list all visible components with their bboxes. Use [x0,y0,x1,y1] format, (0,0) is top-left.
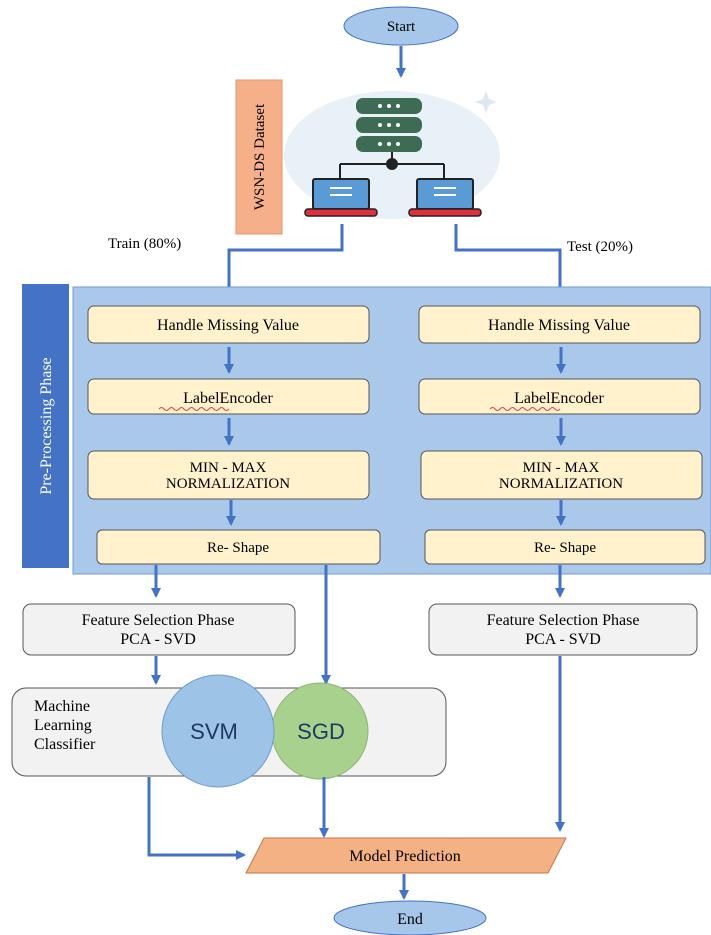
train-normalization-box [87,450,370,500]
sgd-label: SGD [297,719,345,744]
train-label-encoder-box [87,378,370,415]
dataset-label: WSN-DS Dataset [252,103,268,210]
test-feature-selection-line2: PCA - SVD [525,631,601,648]
database-icon [356,98,422,152]
preprocessing-phase-label-box: Pre-Processing Phase [22,284,69,568]
start-label: Start [387,19,416,35]
test-spellcheck-underline [489,407,561,411]
test-reshape-label: Re- Shape [534,540,596,556]
train-feature-selection-line1: Feature Selection Phase [82,612,235,629]
test-normalization-line1: MIN - MAX [523,460,600,476]
svm-label: SVM [190,719,238,744]
model-prediction-label: Model Prediction [349,848,461,865]
dataset-illustration [284,91,500,219]
test-feature-selection-box [428,603,698,656]
train-spellcheck-underline [158,407,230,411]
arrow-classifier-left-to-prediction [147,777,246,860]
laptop-right-icon [408,178,482,217]
connector-test-split [454,224,565,298]
laptop-left-icon [304,178,378,217]
train-split-label: Train (80%) [108,236,181,252]
test-handle-missing-label: Handle Missing Value [488,317,630,334]
train-handle-missing-box [87,305,370,344]
classifier-label-line2: Learning [34,717,92,734]
classifier-label-line1: Machine [34,698,90,715]
train-feature-selection-box [22,603,296,656]
sparkle-icon [475,91,497,113]
test-handle-missing-box [418,305,701,344]
test-normalization-line2: NORMALIZATION [499,476,623,492]
train-handle-missing-label: Handle Missing Value [157,317,299,334]
train-feature-selection-line2: PCA - SVD [120,631,196,648]
test-label-encoder-label: LabelEncoder [514,390,604,407]
test-feature-selection-line1: Feature Selection Phase [487,612,640,629]
start-terminal [343,6,459,46]
end-terminal [333,900,487,935]
train-label-encoder-label: LabelEncoder [183,390,273,407]
test-split-label: Test (20%) [567,239,633,255]
train-reshape-box [96,529,381,565]
test-normalization-box [420,450,703,500]
model-prediction-box [245,837,567,874]
train-normalization-line1: MIN - MAX [190,460,267,476]
end-label: End [397,911,423,928]
preprocessing-phase-label: Pre-Processing Phase [38,357,55,494]
train-reshape-label: Re- Shape [207,540,269,556]
svm-circle [161,674,275,788]
dataset-label-box: WSN-DS Dataset [235,79,283,235]
test-reshape-box [424,529,706,565]
network-node-icon [386,158,398,170]
connector-train-split [224,224,344,298]
train-normalization-line2: NORMALIZATION [166,476,290,492]
test-label-encoder-box [418,378,701,415]
classifier-label-line3: Classifier [34,736,96,753]
